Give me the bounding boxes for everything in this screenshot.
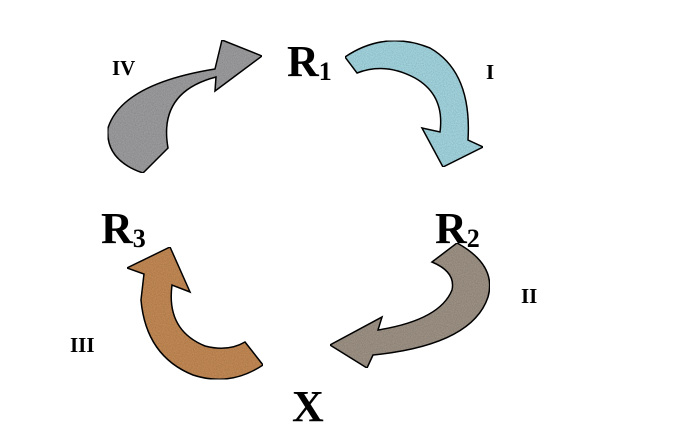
node-r1-subscript: 1 <box>318 57 332 86</box>
step-label-i: I <box>486 60 495 84</box>
arrow-iii-x-to-r3 <box>125 245 265 380</box>
node-x-letter: X <box>292 382 324 431</box>
arrow-iv-r3-to-r1 <box>107 38 264 174</box>
node-r1-letter: R <box>287 37 319 86</box>
node-r2-letter: R <box>435 204 467 253</box>
step-label-iv: IV <box>112 56 136 80</box>
node-r3-subscript: 3 <box>132 224 146 253</box>
node-r2-subscript: 2 <box>466 224 480 253</box>
step-label-iii: III <box>70 333 95 357</box>
step-label-ii: II <box>521 284 538 308</box>
arrow-i-r1-to-r2 <box>343 40 485 168</box>
node-r2: R2 <box>435 207 480 252</box>
node-r1: R1 <box>287 40 332 85</box>
node-r3-letter: R <box>101 204 133 253</box>
node-x: X <box>292 385 324 429</box>
arrow-ii-r2-to-x <box>328 242 491 370</box>
node-r3: R3 <box>101 207 146 252</box>
